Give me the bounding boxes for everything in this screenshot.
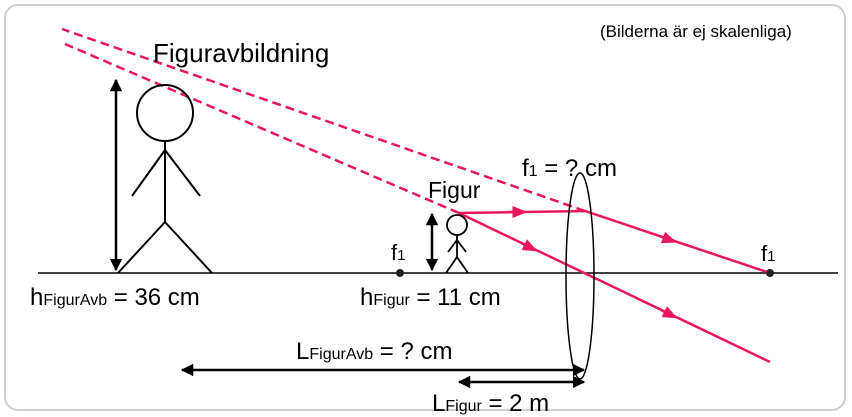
object-distance-subscript: Figur — [445, 398, 482, 415]
virtual-rays — [61, 27, 586, 215]
object-figure-arm-right — [456, 239, 467, 253]
object-distance-label: LFigur = 2 m — [432, 390, 549, 417]
object-height-subscript: Figur — [373, 292, 410, 309]
real-rays — [458, 209, 771, 364]
object-figure-leg-right — [456, 256, 469, 274]
object-distance-symbol: L — [432, 390, 445, 417]
image-height-symbol: h — [30, 284, 43, 311]
focal-length-value: = ? cm — [538, 155, 617, 182]
ray-center — [458, 211, 771, 364]
image-figure-leg-left — [117, 221, 166, 274]
object-distance-value: = 2 m — [482, 390, 549, 417]
virtual-ray-parallel — [61, 27, 586, 213]
image-figure-arms — [131, 149, 166, 197]
object-figure-arm-left — [447, 239, 458, 253]
object-figure-leg-left — [445, 256, 458, 274]
focal-point-left — [396, 269, 404, 277]
object-figure — [445, 214, 469, 274]
image-distance-label: LFigurAvb = ? cm — [296, 338, 452, 365]
object-label: Figur — [428, 177, 481, 203]
ray-arrow-3 — [520, 239, 538, 252]
scale-note: (Bilderna är ej skalenliga) — [600, 22, 792, 41]
ray-arrow-4 — [660, 306, 678, 319]
image-distance-subscript: FigurAvb — [309, 346, 373, 363]
diagram-title: Figuravbildning — [153, 38, 329, 68]
image-height-value: = 36 cm — [107, 284, 200, 311]
object-height-value: = 11 cm — [410, 284, 501, 311]
image-figure — [117, 84, 213, 274]
focal-length-symbol: f — [522, 155, 529, 182]
focal-length-question: f1 = ? cm — [522, 155, 617, 182]
image-figure-arms-right — [164, 149, 201, 197]
ray-direction-arrows — [508, 206, 678, 319]
virtual-ray-center — [64, 42, 460, 215]
image-distance-symbol: L — [296, 338, 309, 365]
focal-label-left: f1 — [391, 240, 405, 265]
image-distance-value: = ? cm — [373, 338, 452, 365]
focal-label-right: f1 — [761, 241, 775, 266]
image-figure-leg-right — [164, 221, 213, 274]
object-figure-head — [446, 214, 468, 236]
image-height-subscript: FigurAvb — [43, 292, 107, 309]
focal-left-symbol: f — [391, 240, 398, 265]
ray-parallel — [458, 209, 771, 275]
image-figure-head — [136, 84, 194, 142]
object-height-label: hFigur = 11 cm — [360, 284, 501, 311]
focal-right-symbol: f — [761, 241, 768, 266]
diagram-frame — [4, 4, 846, 411]
focal-right-subscript: 1 — [767, 248, 775, 265]
focal-left-subscript: 1 — [397, 247, 405, 264]
object-height-symbol: h — [360, 284, 373, 311]
ray-arrow-2 — [658, 231, 678, 244]
focal-length-subscript: 1 — [529, 163, 538, 180]
image-height-label: hFigurAvb = 36 cm — [30, 284, 200, 311]
focal-point-right — [766, 269, 774, 277]
